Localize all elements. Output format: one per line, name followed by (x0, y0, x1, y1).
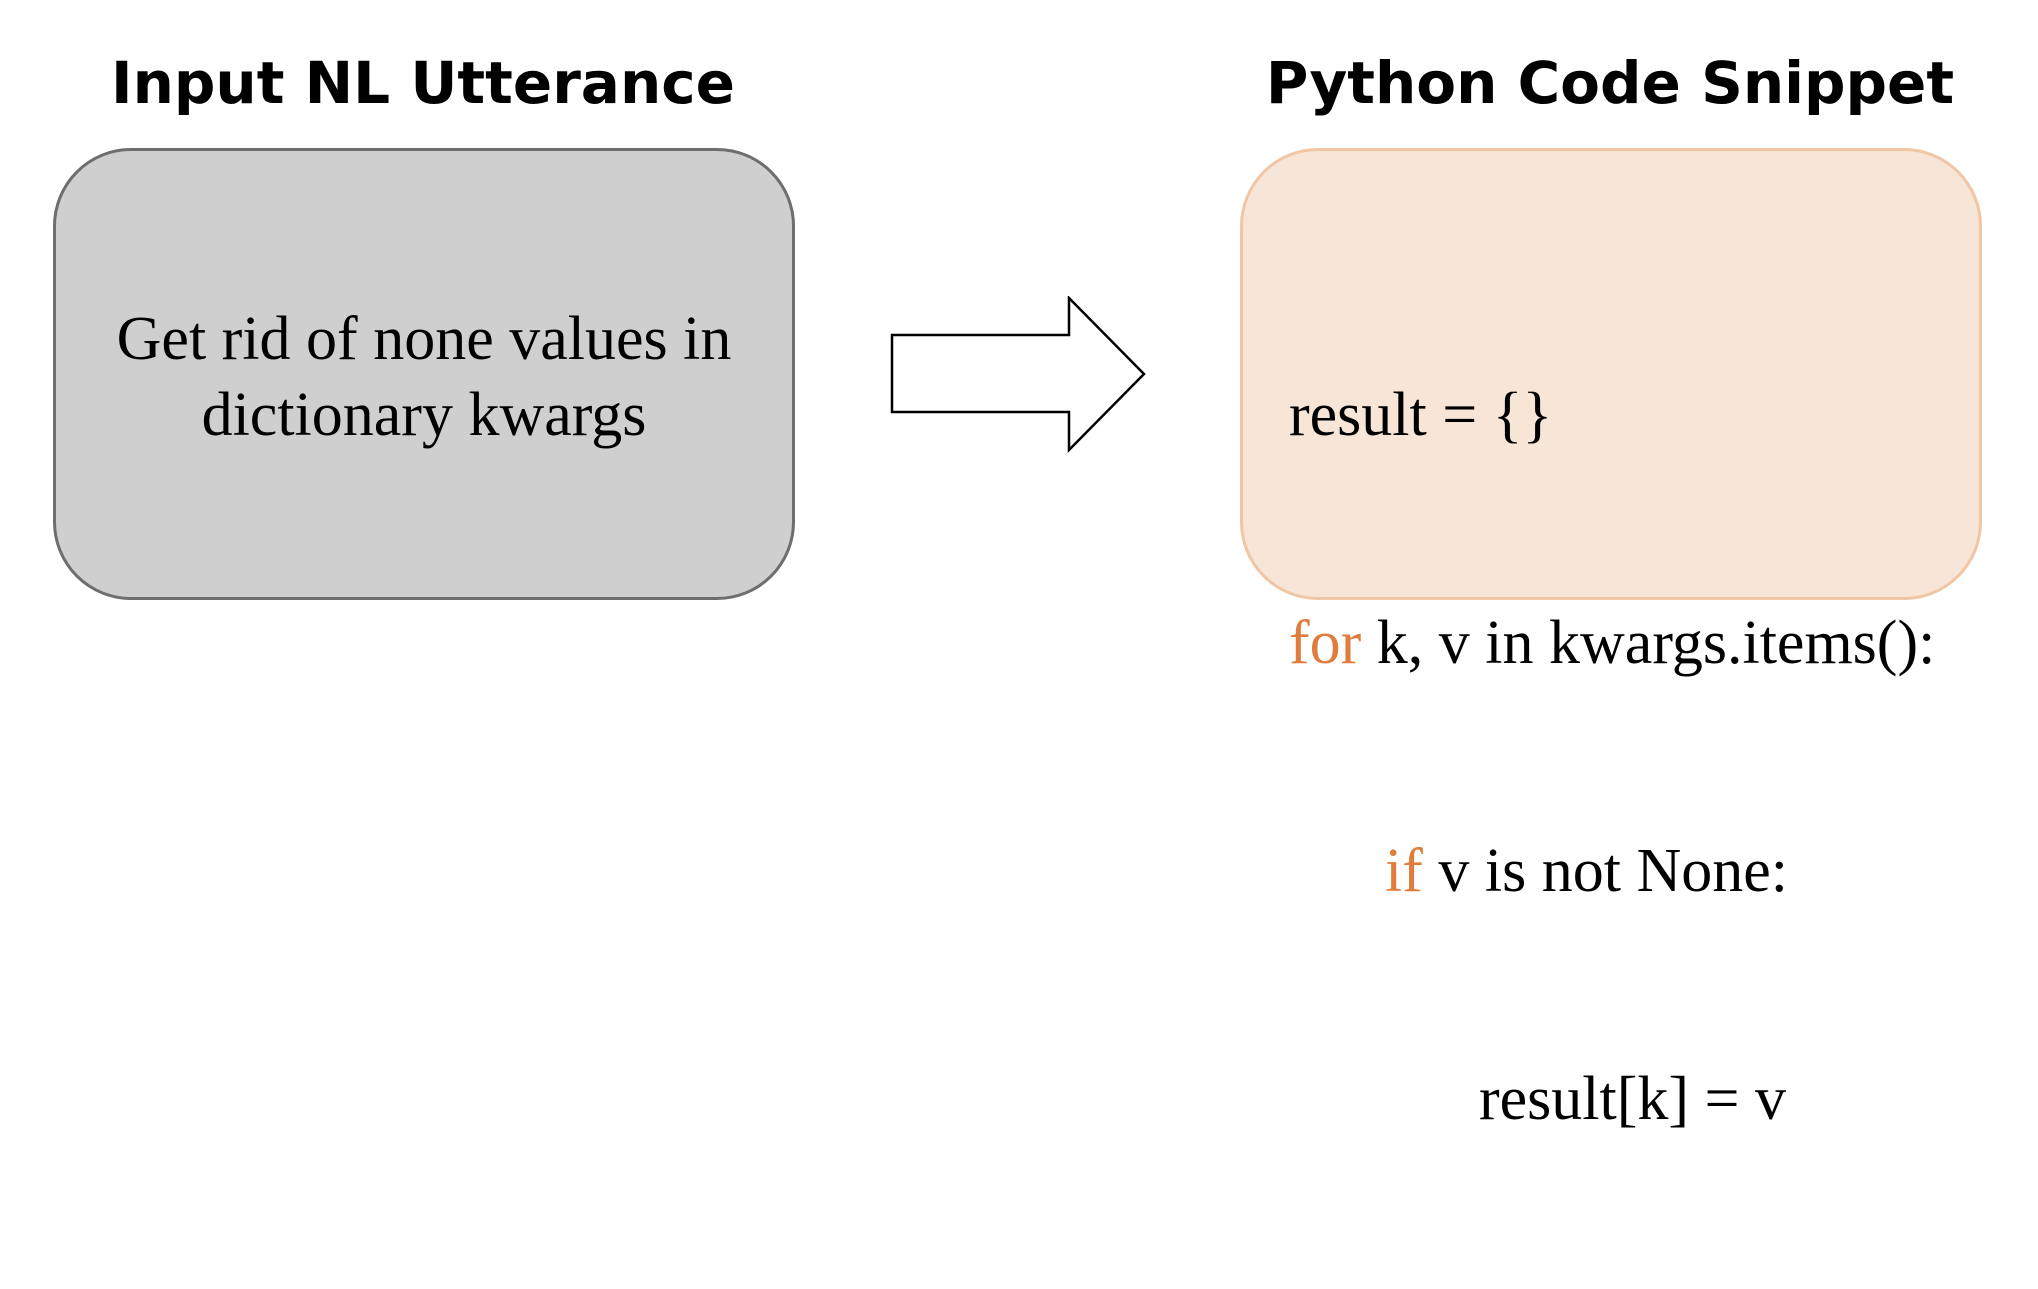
right-arrow-icon (890, 296, 1146, 454)
utterance-line-2: dictionary kwargs (201, 381, 647, 449)
code-snippet-box: result = {} for k, v in kwargs.items(): … (1240, 148, 1982, 1133)
input-title: Input NL Utterance (111, 49, 735, 117)
code-line-3: if v is not None: (1289, 833, 1935, 909)
code-line-2: for k, v in kwargs.items(): (1289, 605, 1935, 681)
keyword-for: for (1289, 609, 1362, 677)
input-utterance-text: Get rid of none values in dictionary kwa… (117, 301, 732, 453)
keyword-if: if (1385, 837, 1423, 905)
output-title: Python Code Snippet (1265, 49, 1955, 117)
code-line-4: result[k] = v (1479, 1065, 1787, 1133)
code-line-3-rest: v is not None: (1422, 837, 1788, 905)
code-block: result = {} for k, v in kwargs.items(): … (1289, 225, 1935, 1289)
utterance-line-1: Get rid of none values in (116, 305, 732, 373)
code-line-2-rest: k, v in kwargs.items(): (1361, 609, 1936, 677)
code-line-1: result = {} (1289, 381, 1553, 449)
input-utterance-box: Get rid of none values in dictionary kwa… (53, 148, 795, 600)
